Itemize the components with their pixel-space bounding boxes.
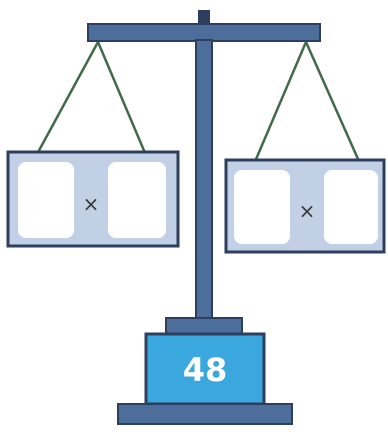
right-pan-box-2[interactable] — [324, 170, 378, 244]
scale-post — [196, 40, 212, 322]
base-weight-value: 48 — [183, 351, 228, 389]
scale-beam — [88, 24, 320, 41]
right-pan: × — [226, 160, 384, 252]
right-pan-box-1[interactable] — [234, 170, 290, 244]
right-pan-string-left — [254, 42, 306, 164]
left-pan-string-left — [36, 42, 98, 156]
left-pan-string-right — [98, 42, 148, 160]
right-pan-string-right — [306, 42, 362, 168]
left-pan-box-1[interactable] — [18, 162, 74, 238]
right-pan-operator: × — [299, 199, 316, 223]
left-pan: × — [8, 152, 178, 246]
scale-base-foot — [118, 404, 292, 424]
left-pan-operator: × — [83, 192, 100, 216]
left-pan-box-2[interactable] — [108, 162, 166, 238]
